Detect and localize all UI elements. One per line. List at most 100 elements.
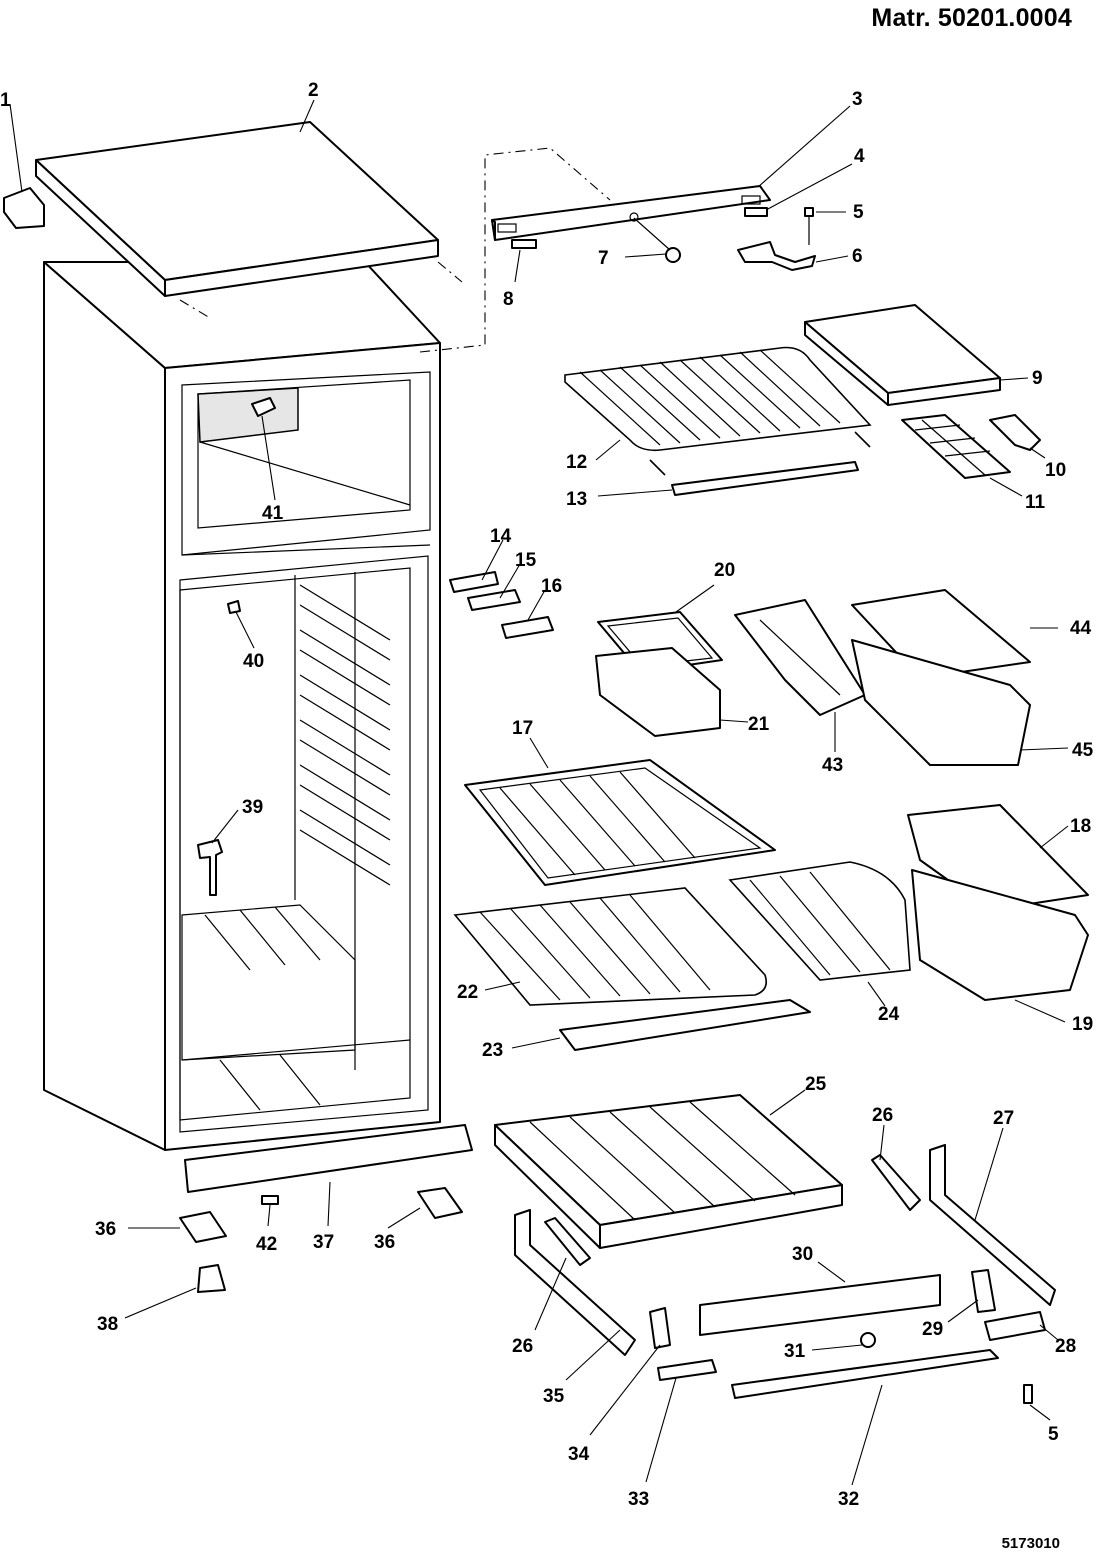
callout-3: 3: [852, 89, 863, 110]
callout-31: 31: [784, 1341, 806, 1362]
foot-38: [197, 1264, 226, 1293]
callout-40: 40: [243, 651, 264, 672]
callout-42: 42: [256, 1234, 277, 1255]
callout-41: 41: [262, 503, 284, 524]
callout-29: 29: [922, 1319, 943, 1340]
knob: [665, 247, 681, 263]
callout-23: 23: [482, 1040, 503, 1061]
wire-shelf-22: [453, 887, 768, 1006]
callout-26a: 26: [872, 1105, 893, 1126]
hinge-plate-36a: [179, 1211, 227, 1243]
freezer-shelf: [804, 304, 1001, 406]
pin-40: [227, 600, 241, 614]
knob-31: [860, 1332, 876, 1348]
box-21: [595, 647, 721, 737]
top-cover: [35, 121, 439, 297]
callout-36b: 36: [374, 1232, 395, 1253]
bracket-26b: [544, 1217, 591, 1266]
callout-36a: 36: [95, 1219, 116, 1240]
shelf-trim-13: [671, 461, 859, 496]
bottom-grille: [184, 1124, 473, 1193]
callout-37: 37: [313, 1232, 334, 1253]
callout-8: 8: [503, 289, 514, 310]
callout-15: 15: [515, 550, 537, 571]
hinge-15: [467, 589, 521, 611]
callout-17: 17: [512, 718, 533, 739]
callout-34: 34: [568, 1444, 590, 1465]
callout-20: 20: [714, 560, 735, 581]
callout-25: 25: [805, 1074, 827, 1095]
callout-38: 38: [97, 1314, 118, 1335]
key-39: [197, 839, 223, 896]
clip-8: [511, 239, 537, 249]
callout-1: 1: [0, 90, 11, 111]
ice-scoop: [989, 414, 1041, 451]
clip-42: [261, 1195, 279, 1205]
callout-32: 32: [838, 1489, 859, 1510]
hinge-cap: [3, 187, 45, 229]
callout-35: 35: [543, 1386, 565, 1407]
crisper-drawer-19: [911, 869, 1089, 1001]
callout-22: 22: [457, 982, 478, 1003]
callout-2: 2: [308, 80, 319, 101]
callout-18: 18: [1070, 816, 1091, 837]
ice-tray: [901, 414, 1011, 479]
trim-32: [731, 1349, 999, 1399]
callout-30: 30: [792, 1244, 813, 1265]
wire-shelf-24: [728, 861, 911, 981]
glass-shelf-17: [464, 759, 776, 886]
callout-4: 4: [854, 146, 865, 167]
leader-lines: [9, 99, 1069, 1486]
callout-5a: 5: [853, 202, 864, 223]
thermostat-bulb-41: [251, 397, 276, 417]
callout-33: 33: [628, 1489, 649, 1510]
callout-43: 43: [822, 755, 843, 776]
cabinet-body: [43, 261, 441, 1151]
callout-11: 11: [1025, 492, 1046, 513]
callout-44: 44: [1070, 618, 1092, 639]
callout-6: 6: [852, 246, 863, 267]
callout-14: 14: [490, 526, 512, 547]
glass-shelf-25: [494, 1094, 843, 1249]
callout-7: 7: [598, 248, 609, 269]
hinge-bracket: [737, 241, 816, 271]
callout-27: 27: [993, 1108, 1014, 1129]
callout-21: 21: [748, 714, 770, 735]
hinge-28: [984, 1311, 1046, 1341]
spacer-34: [649, 1307, 671, 1349]
spacer-29: [971, 1269, 996, 1313]
rail-27: [929, 1144, 1056, 1306]
callout-9: 9: [1032, 368, 1043, 389]
callout-16: 16: [541, 576, 562, 597]
drawing-number: 5173010: [1001, 1535, 1060, 1552]
crisper-cover-18: [907, 804, 1089, 911]
callout-13: 13: [566, 489, 587, 510]
callout-labels: 1 2 3 4 5 6 7 8 9 10 11 12 13 14 15 16 1…: [0, 80, 1094, 1510]
shelf-rails: [299, 584, 391, 886]
callout-28: 28: [1055, 1336, 1076, 1357]
callout-26b: 26: [512, 1336, 533, 1357]
hinge-14: [449, 571, 499, 593]
wire-shelf-12: [564, 346, 872, 476]
screw-5b: [1023, 1384, 1033, 1404]
bulb-cover-clip: [744, 207, 768, 217]
callout-5b: 5: [1048, 1424, 1059, 1445]
bracket-26a: [871, 1154, 921, 1211]
plate-30: [699, 1274, 941, 1336]
crisper-45: [851, 639, 1031, 766]
hinge-plate-36b: [417, 1187, 463, 1219]
callout-24: 24: [878, 1004, 900, 1025]
callout-45: 45: [1072, 740, 1094, 761]
callout-19: 19: [1072, 1014, 1093, 1035]
hinge-33: [657, 1359, 717, 1381]
screw-5: [804, 207, 814, 217]
callout-10: 10: [1045, 460, 1066, 481]
callout-39: 39: [242, 797, 263, 818]
rail-35: [514, 1209, 636, 1356]
shelf-trim-23: [559, 999, 811, 1051]
document-reference: Matr. 50201.0004: [871, 4, 1072, 32]
alignment-line: [419, 147, 611, 353]
hinge-cover-16: [501, 616, 554, 639]
thermostat-panel: [491, 185, 771, 241]
